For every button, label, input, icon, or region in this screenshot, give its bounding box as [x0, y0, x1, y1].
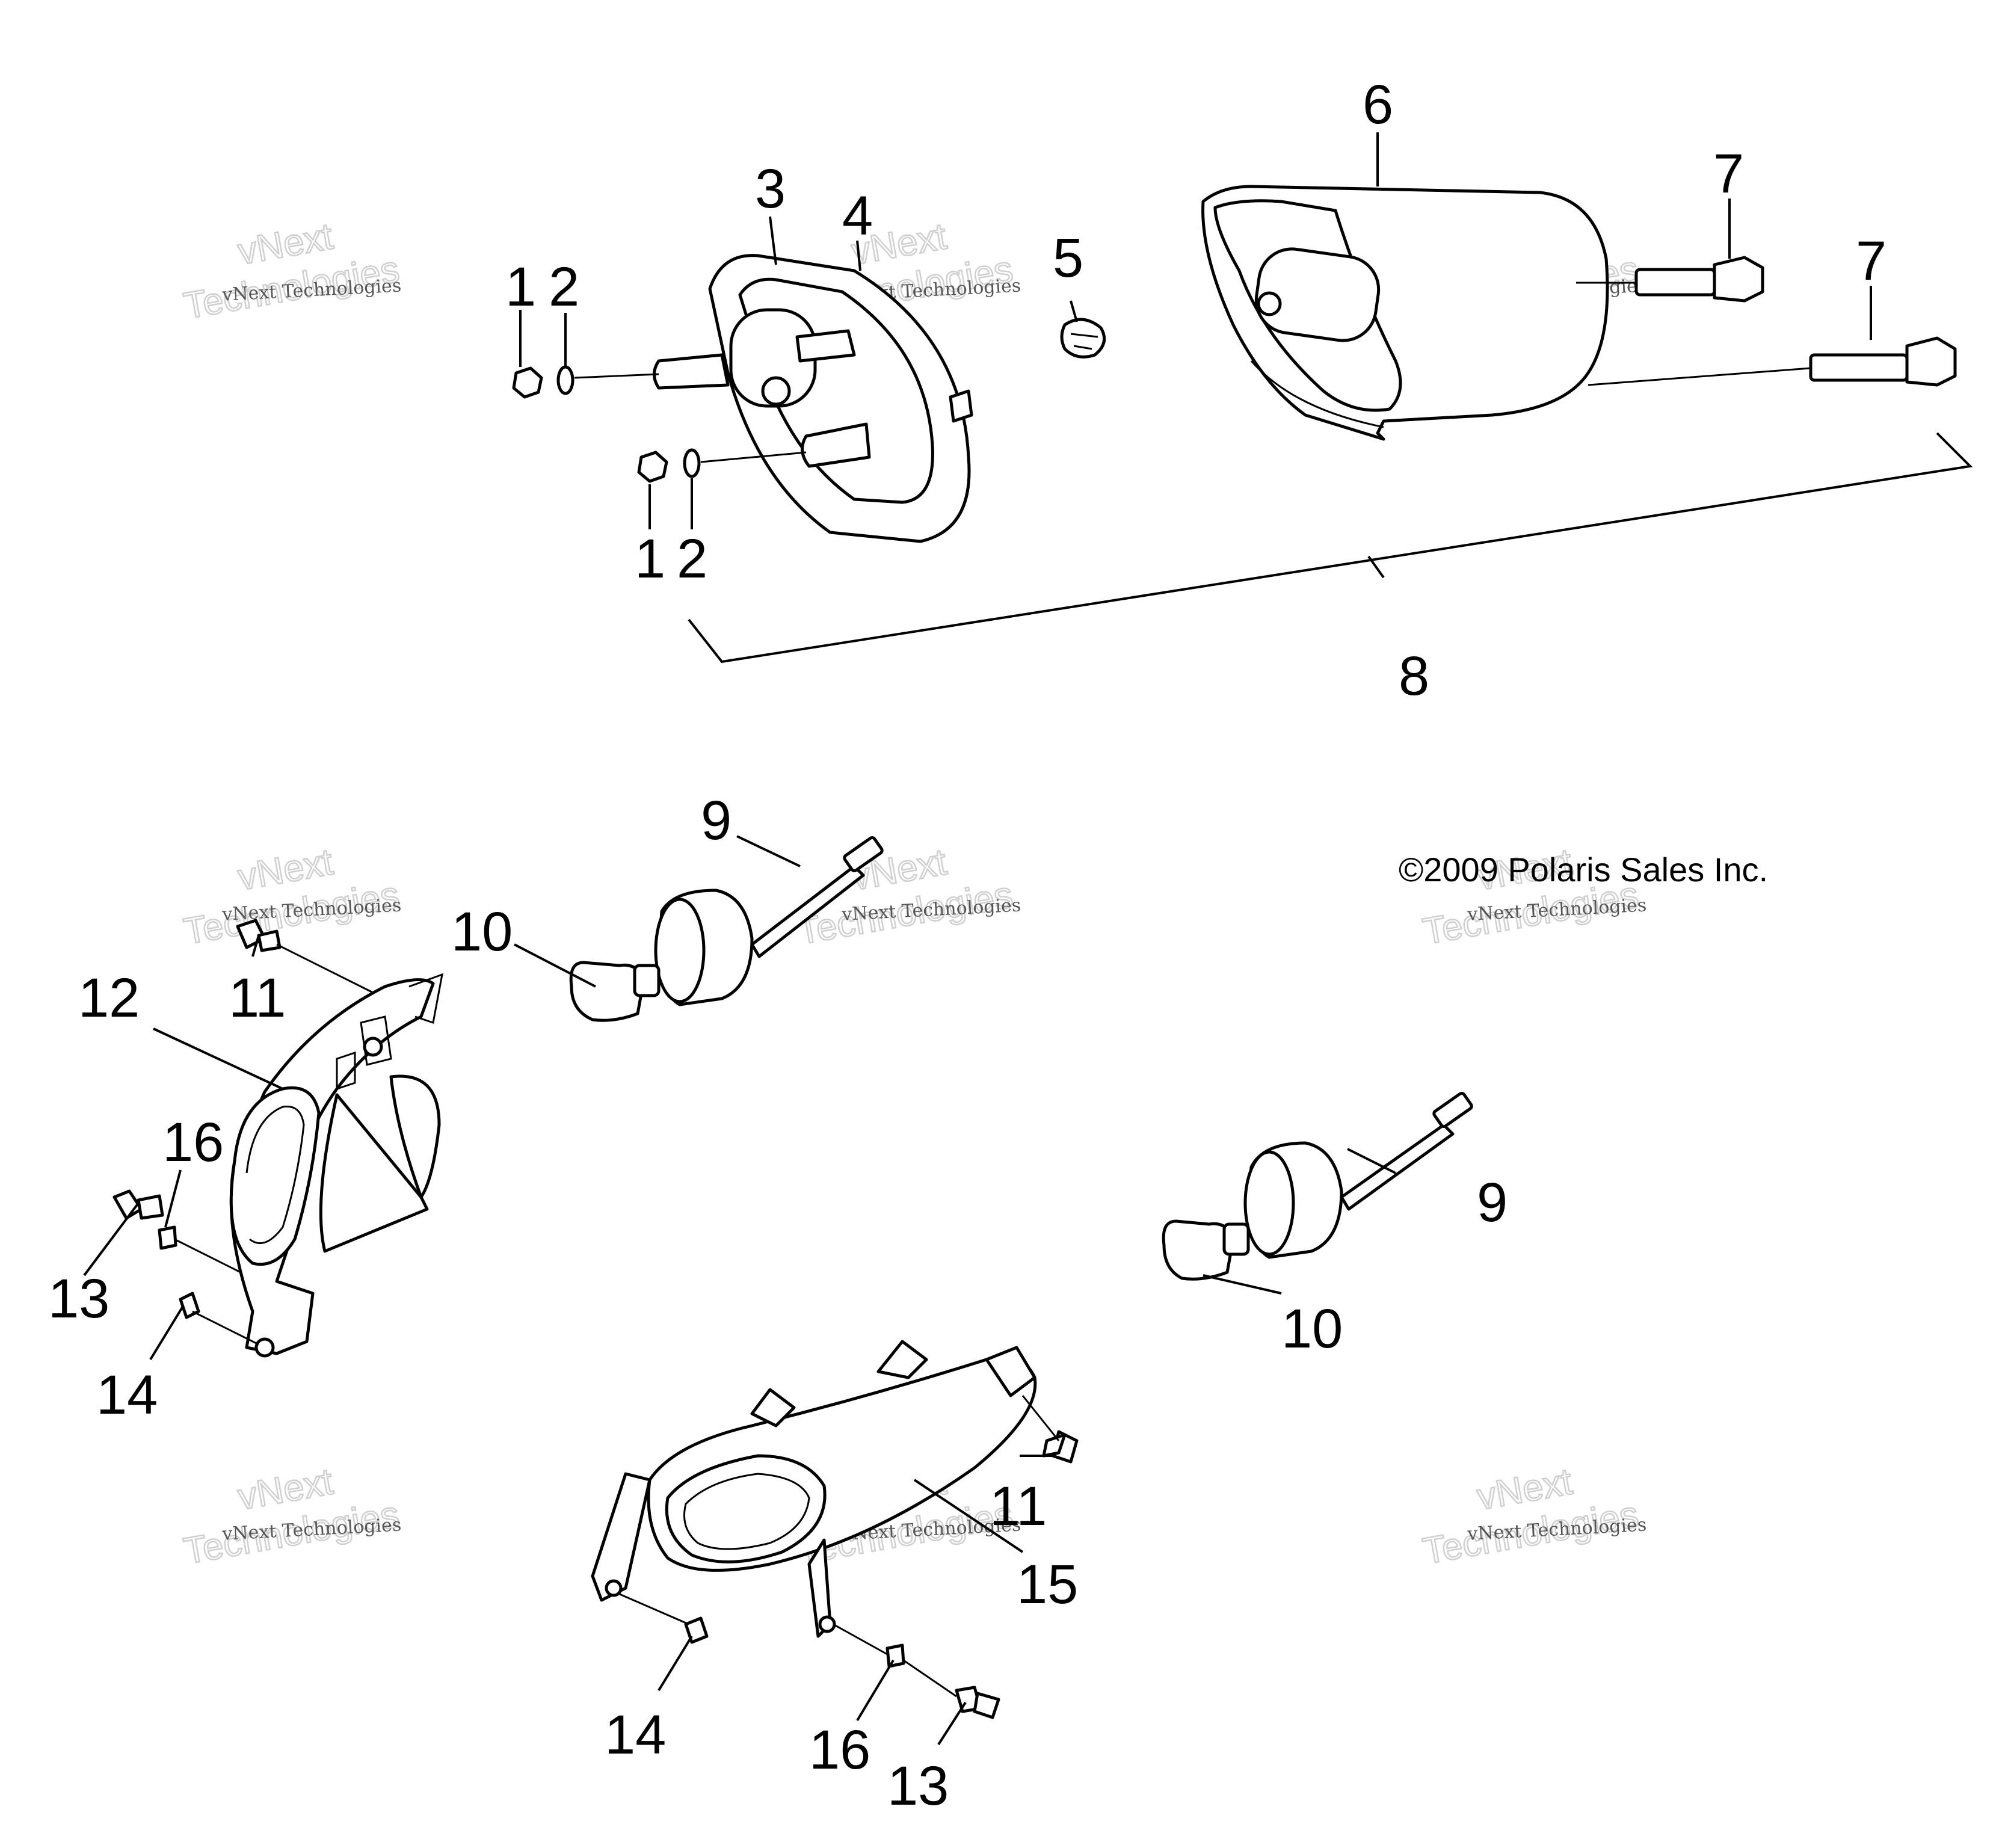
callout-4: 4 [842, 185, 873, 247]
assembly-line [574, 373, 807, 463]
assembly-line [192, 1310, 259, 1346]
callout-6: 6 [1363, 74, 1393, 135]
bulb [1162, 1219, 1250, 1281]
bolt [1809, 336, 1957, 387]
watermark: vNext Technologies vNext Technologies [1419, 1460, 1647, 1573]
callout-labels: 1 2 3 4 5 6 7 7 1 2 8 9 10 11 12 16 13 1… [48, 74, 1886, 1817]
left-headlight-housing [229, 973, 443, 1358]
washer [683, 448, 701, 478]
bulb-socket [1243, 1091, 1473, 1259]
bolt [1634, 256, 1764, 303]
nut [637, 451, 668, 483]
screw [112, 1189, 164, 1220]
callout-16: 16 [162, 1112, 224, 1173]
assembly-line [1021, 1395, 1060, 1441]
callout-1: 1 [635, 528, 665, 590]
bulb [569, 961, 661, 1022]
assembly-line [833, 1623, 957, 1698]
callout-1: 1 [505, 256, 536, 318]
screw [1042, 1430, 1079, 1464]
callout-9: 9 [1477, 1172, 1508, 1233]
callout-2: 2 [677, 528, 707, 590]
taillight-housing [1201, 185, 1609, 441]
callout-9: 9 [701, 790, 732, 851]
callout-7: 7 [1856, 230, 1886, 292]
callout-15: 15 [1017, 1554, 1078, 1615]
assembly-bracket [688, 432, 1973, 664]
callout-12: 12 [78, 967, 140, 1029]
assembly-line [276, 943, 374, 994]
nut [512, 366, 543, 399]
callout-13: 13 [887, 1755, 949, 1817]
callout-14: 14 [605, 1704, 666, 1766]
clip [886, 1643, 905, 1668]
callout-5: 5 [1053, 227, 1083, 289]
watermark: vNext Technologies vNext Technologies [180, 1460, 403, 1573]
callout-16: 16 [809, 1719, 870, 1781]
assembly-line [1576, 282, 1811, 386]
callout-3: 3 [755, 158, 786, 220]
washer [556, 365, 574, 395]
callout-10: 10 [1281, 1298, 1343, 1360]
callout-2: 2 [549, 256, 579, 318]
callout-8: 8 [1399, 645, 1429, 707]
callout-7: 7 [1713, 143, 1744, 205]
leader-lines [83, 132, 1872, 1746]
callout-10: 10 [451, 901, 513, 962]
callout-11: 11 [229, 967, 286, 1029]
screw [1060, 318, 1106, 359]
bulb-socket [654, 836, 884, 1006]
right-headlight-housing [591, 1340, 1037, 1638]
assembly-line [174, 1238, 241, 1274]
watermark: vNext Technologies vNext Technologies [180, 215, 403, 328]
callout-11: 11 [990, 1476, 1047, 1537]
copyright-text: ©2009 Polaris Sales Inc. [1399, 851, 1768, 889]
watermark: vNext Technologies vNext Technologies [180, 840, 403, 953]
clip [158, 1225, 177, 1250]
assembly-line [619, 1593, 689, 1625]
callout-13: 13 [48, 1268, 109, 1329]
callout-14: 14 [96, 1364, 158, 1426]
screw [955, 1686, 1000, 1719]
taillight-bracket [653, 254, 973, 543]
